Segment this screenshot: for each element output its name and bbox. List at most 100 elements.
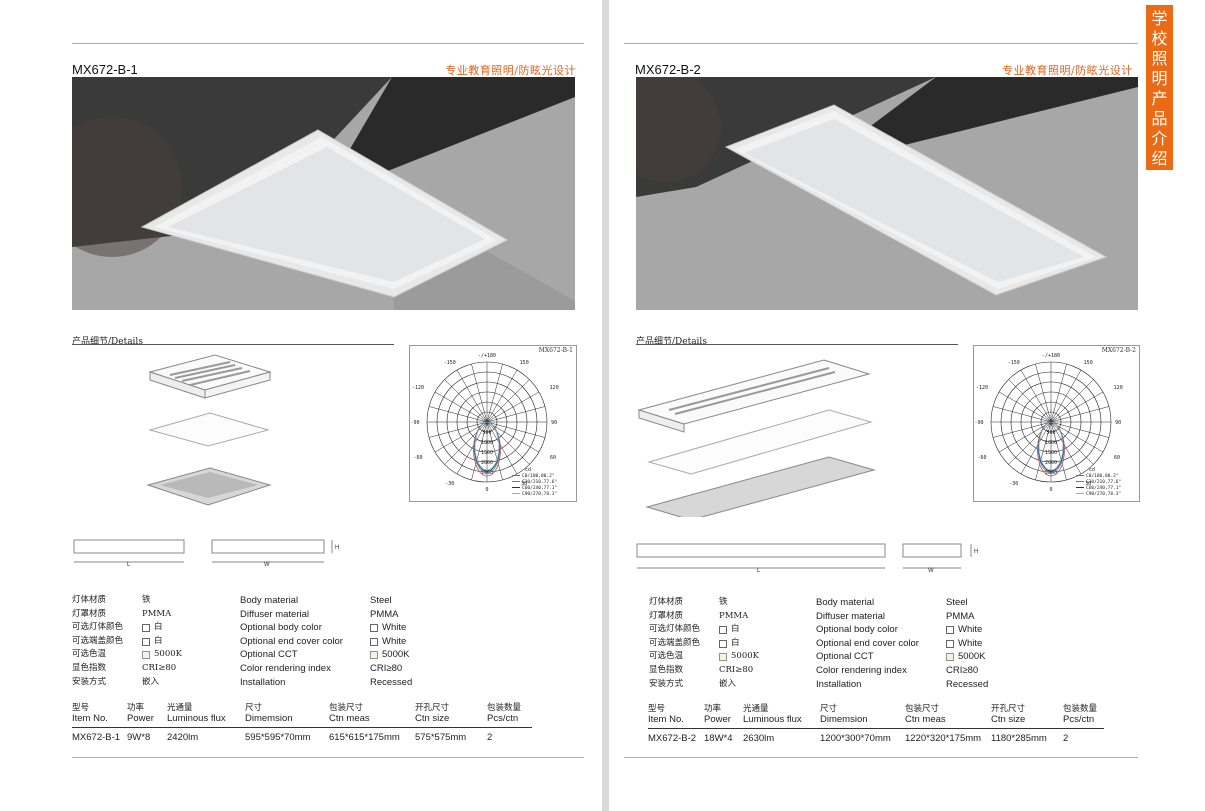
polar-legend-entry: C60/240,77.1° [522,485,558,491]
table-header-cell: Pcs/ctn [1063,714,1095,725]
polar-legend-entry: C30/210,77.6° [522,479,558,485]
model-title: MX672-B-1 [72,62,138,77]
polar-angle-label: 0 [485,487,488,493]
polar-angle-label: -90 [974,420,983,426]
top-rule [624,43,1138,44]
spec-label: Optional CCT [240,649,298,661]
table-cell: 615*615*175mm [329,732,400,743]
option-checkbox [946,625,954,634]
spec-label: 灯罩材质 [649,610,684,621]
polar-series-curve [474,421,500,471]
spec-label: 可选色温 [649,651,684,662]
spec-label: 可选端盖颜色 [649,637,701,648]
spec-value: Steel [370,595,392,606]
side-tab-char: 产 [1151,89,1168,108]
spec-label: 灯体材质 [72,595,107,605]
left-page: MX672-B-1 专业教育照明/防眩光设计 产品细节/Details MX67… [0,0,602,811]
table-header-cell: 包装尺寸 [905,704,940,714]
option-checkbox [946,639,954,648]
table-cell: 1220*320*175mm [905,733,982,744]
spec-label: Color rendering index [816,664,907,676]
polar-angle-label: -120 [976,385,988,391]
spec-row: 可选端盖颜色 白 [72,635,182,649]
table-header-cn: 型号功率光通量尺寸包装尺寸开孔尺寸包装数量 [72,701,532,713]
polar-radial-label: 2000 [481,460,493,466]
polar-angle-label: 90 [551,420,557,426]
spec-value: 白 [154,635,163,646]
option-checkbox [370,623,378,632]
polar-unit: cd [1089,467,1095,473]
table-header-cell: 包装尺寸 [329,703,364,713]
spec-value: White [958,624,983,636]
table-rule [648,728,1104,729]
spec-row: Optional CCT 5000K [816,650,988,664]
table-header-cell: 功率 [704,704,722,714]
dim-h-label: H [974,549,978,555]
spec-label: Optional CCT [816,651,874,663]
polar-angle-label: 120 [1114,385,1123,391]
dim-l-label: L [757,568,761,574]
spec-value: Steel [946,597,968,608]
spec-row: 灯体材质铁 [649,596,759,610]
polar-angle-label: 150 [1084,360,1093,366]
spec-value: PMMA [946,610,975,622]
slogan: 专业教育照明/防眩光设计 [1002,64,1133,77]
table-header-cell: 功率 [127,703,145,713]
spec-value: 5000K [958,651,986,663]
polar-angle-label: 30 [1085,481,1091,487]
option-checkbox [370,651,378,660]
spec-value: CRI≥80 [946,664,979,676]
spec-value: 白 [731,624,740,635]
table-header-cell: 开孔尺寸 [415,703,450,713]
spec-label: 显色指数 [72,662,107,673]
product-photo-square [72,77,575,310]
side-tab-char: 学 [1151,9,1168,28]
table-header-cell: Power [704,714,731,725]
table-cell: 9W*8 [127,732,151,743]
side-tab-char: 绍 [1151,149,1168,168]
bottom-rule [72,757,584,758]
spec-label: 安装方式 [72,676,107,687]
bottom-rule [624,757,1138,758]
table-header-cell: 光通量 [743,704,769,714]
table-header-cell: Item No. [72,713,108,724]
table-header-cell: 型号 [648,704,666,714]
spec-value: CRI≥80 [142,662,177,673]
polar-series-curve [1038,421,1064,471]
spec-value: White [958,637,983,649]
spec-value: 白 [154,622,163,633]
option-checkbox [719,625,727,634]
spec-label: Installation [240,676,286,688]
table-header-cell: Dimemsion [245,713,293,724]
side-tab-char: 照 [1151,49,1168,68]
table-cell: 1200*300*70mm [820,733,891,744]
spec-value: CRI≥80 [370,662,403,674]
spec-label: Color rendering index [240,662,331,674]
spec-label: Body material [240,595,299,606]
side-tab-char: 明 [1151,69,1168,88]
polar-legend-entry: C0/180,80.2° [522,473,555,479]
table-header-cn: 型号功率光通量尺寸包装尺寸开孔尺寸包装数量 [648,702,1104,714]
polar-legend-entry: C60/240,77.1° [1086,485,1122,491]
spec-row: 显色指数 CRI≥80 [72,662,182,676]
table-header-cell: Dimemsion [820,714,868,725]
spec-row: 灯体材质铁 [72,594,182,608]
polar-legend-entry: C90/270,78.3° [1086,491,1122,497]
spec-label: 可选端盖颜色 [72,635,124,646]
spec-label: 可选色温 [72,649,107,660]
polar-angle-label: -90 [410,420,419,426]
